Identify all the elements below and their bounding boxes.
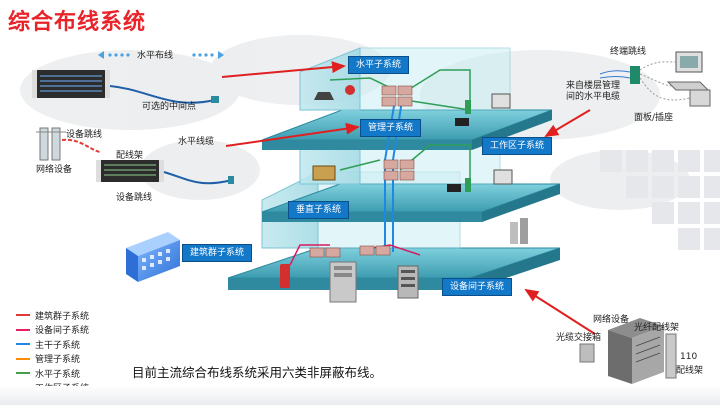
tag-administration-subsystem: 管理子系统 (360, 119, 422, 137)
red-arrows (221, 61, 596, 335)
tower-blocks (510, 218, 528, 244)
label-network-equipment: 网络设备 (36, 165, 73, 175)
label-from-floor-panel-2: 间的水平电缆 (566, 92, 621, 102)
tv-device (312, 165, 336, 181)
workstation-top (455, 93, 511, 126)
legend: 建筑群子系统 设备间子系统 主干子系统 管理子系统 水平子系统 工作区子系统 (16, 308, 89, 395)
label-fiber-patch-panel: 光纤配线架 (634, 323, 680, 333)
decorative-squares (600, 150, 720, 250)
legend-item: 主干子系统 (16, 337, 89, 352)
label-patch-panel: 配线架 (116, 151, 144, 161)
fire-extinguisher-unit (280, 264, 290, 288)
label-from-floor-panel: 来自楼层管理 (566, 81, 621, 91)
workstation-middle (447, 169, 513, 192)
midpoint-connector (211, 96, 219, 103)
network-equipment-left (36, 127, 66, 161)
legend-label: 管理子系统 (35, 355, 81, 366)
wall-socket (630, 66, 640, 84)
tag-building-group-subsystem: 建筑群子系统 (182, 244, 253, 262)
tag-backbone-subsystem: 垂直子系统 (288, 201, 350, 219)
label-terminal-patch-cord: 终端跳线 (610, 47, 647, 57)
cable-bundle (599, 70, 631, 79)
legend-item: 水平子系统 (16, 366, 89, 381)
horizontal-cable-top (109, 85, 216, 104)
top-patch-panel (32, 70, 110, 98)
legend-label: 建筑群子系统 (35, 311, 90, 322)
server-cabinet (329, 261, 357, 303)
label-horizontal-cable: 水平线缆 (178, 137, 215, 147)
legend-item: 设备间子系统 (16, 323, 89, 338)
label-fiber-cross-connect: 光缆交接箱 (556, 333, 602, 343)
label-network-equipment-2: 网络设备 (593, 315, 630, 325)
legend-swatch (16, 328, 30, 331)
legend-swatch (16, 372, 30, 375)
legend-item: 建筑群子系统 (16, 308, 89, 323)
terminal-patch-cords (639, 61, 691, 101)
tag-work-area-subsystem: 工作区子系统 (482, 137, 553, 155)
label-110-panel: 配线架 (676, 366, 704, 376)
label-110: 110 (680, 352, 698, 362)
patch-panels-top (381, 85, 413, 107)
label-horizontal-cabling: 水平布线 (137, 51, 174, 61)
equipment-rack (397, 265, 419, 299)
label-faceplate-socket: 面板/插座 (634, 113, 674, 123)
footer-text: 目前主流综合布线系统采用六类非屏蔽布线。 (132, 365, 383, 380)
cable-end-connector (228, 176, 234, 184)
bottom-strip (0, 386, 720, 405)
lamp-device (314, 85, 355, 100)
legend-item: 管理子系统 (16, 352, 89, 367)
patch-cord-red (61, 138, 101, 153)
legend-swatch (16, 357, 30, 360)
tag-equipment-room-subsystem: 设备间子系统 (442, 278, 513, 296)
legend-swatch (16, 314, 30, 317)
legend-swatch (16, 343, 30, 346)
page-title: 综合布线系统 (8, 10, 147, 35)
legend-label: 水平子系统 (35, 369, 81, 380)
horizontal-cabling-arrow (98, 51, 224, 59)
horizontal-cable-blue (163, 171, 233, 185)
label-optional-midpoint: 可选的中间点 (142, 102, 197, 112)
building-group-icon (126, 232, 180, 282)
fiber-cabinets (579, 318, 677, 384)
label-equipment-cord: 设备跳线 (116, 193, 153, 203)
middle-patch-panel (96, 160, 164, 182)
computer-terminal (666, 51, 711, 107)
patch-panels-middle (383, 159, 415, 181)
legend-label: 主干子系统 (35, 340, 81, 351)
tag-horizontal-subsystem: 水平子系统 (348, 56, 410, 74)
label-equipment-patch-cord: 设备跳线 (66, 130, 103, 140)
legend-label: 设备间子系统 (35, 326, 90, 337)
patch-panels-ground (309, 245, 391, 258)
